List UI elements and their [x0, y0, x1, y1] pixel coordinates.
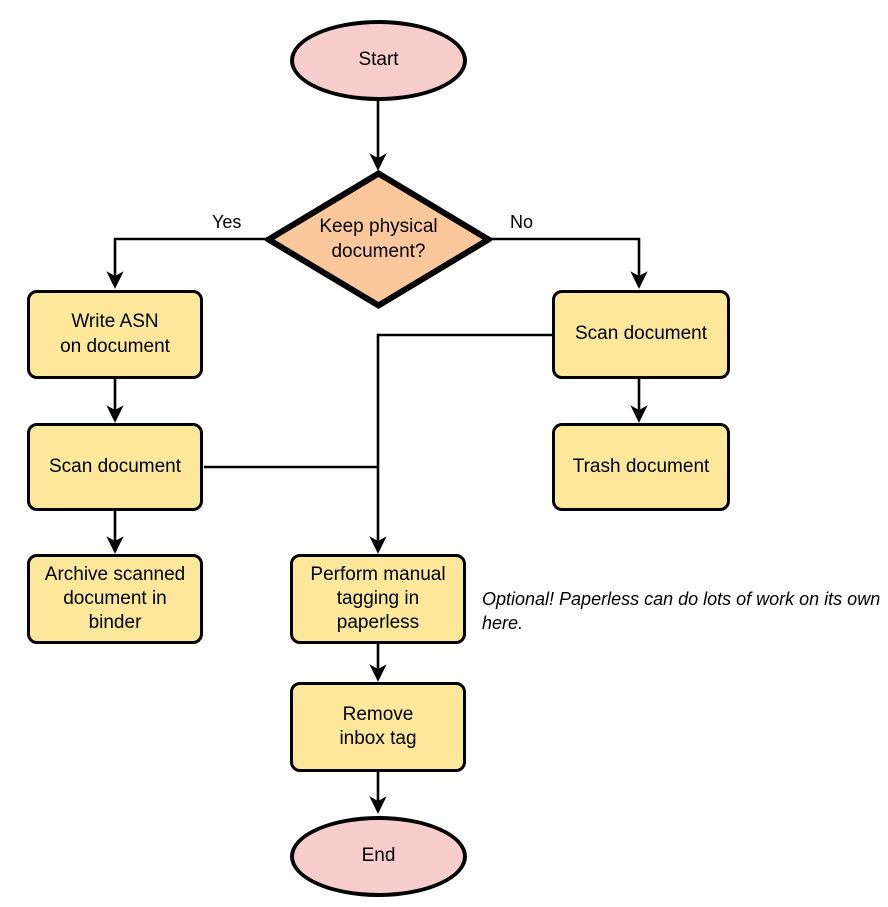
- node-remove-inbox-tag[interactable]: Remove inbox tag: [290, 682, 466, 772]
- node-keep-physical-document-label: Keep physical document?: [319, 216, 438, 262]
- node-perform-manual-tagging-label: Perform manual tagging in paperless: [310, 563, 446, 634]
- edge-scan-right-to-tagging: [369, 333, 552, 554]
- diamond-shape: [265, 170, 492, 309]
- node-scan-document-left[interactable]: Scan document: [27, 423, 203, 511]
- node-archive-scanned-document-label: Archive scanned document in binder: [44, 563, 186, 634]
- node-write-asn-on-document[interactable]: Write ASN on document: [27, 290, 203, 379]
- node-remove-inbox-tag-label: Remove inbox tag: [339, 703, 417, 749]
- edge-decision-no-to-scan-right: [491, 237, 648, 289]
- node-trash-document[interactable]: Trash document: [552, 423, 730, 511]
- node-start-label: Start: [358, 49, 399, 71]
- node-end-label: End: [361, 845, 396, 867]
- node-start[interactable]: Start: [290, 20, 467, 101]
- edge-decision-yes-to-write-asn: [106, 237, 265, 289]
- node-write-asn-on-document-label: Write ASN on document: [60, 311, 170, 357]
- node-trash-document-label: Trash document: [572, 455, 710, 477]
- edge-label-no: No: [510, 212, 534, 232]
- node-keep-physical-document[interactable]: Keep physical document?: [265, 170, 492, 309]
- node-archive-scanned-document[interactable]: Archive scanned document in binder: [27, 554, 203, 644]
- node-scan-document-right[interactable]: Scan document: [552, 290, 730, 379]
- annotation-optional-note: Optional! Paperless can do lots of work …: [482, 589, 881, 633]
- node-scan-document-right-label: Scan document: [574, 323, 708, 345]
- node-scan-document-left-label: Scan document: [48, 455, 182, 477]
- edge-label-yes: Yes: [212, 212, 242, 232]
- node-end[interactable]: End: [290, 816, 467, 897]
- node-perform-manual-tagging[interactable]: Perform manual tagging in paperless: [290, 554, 466, 644]
